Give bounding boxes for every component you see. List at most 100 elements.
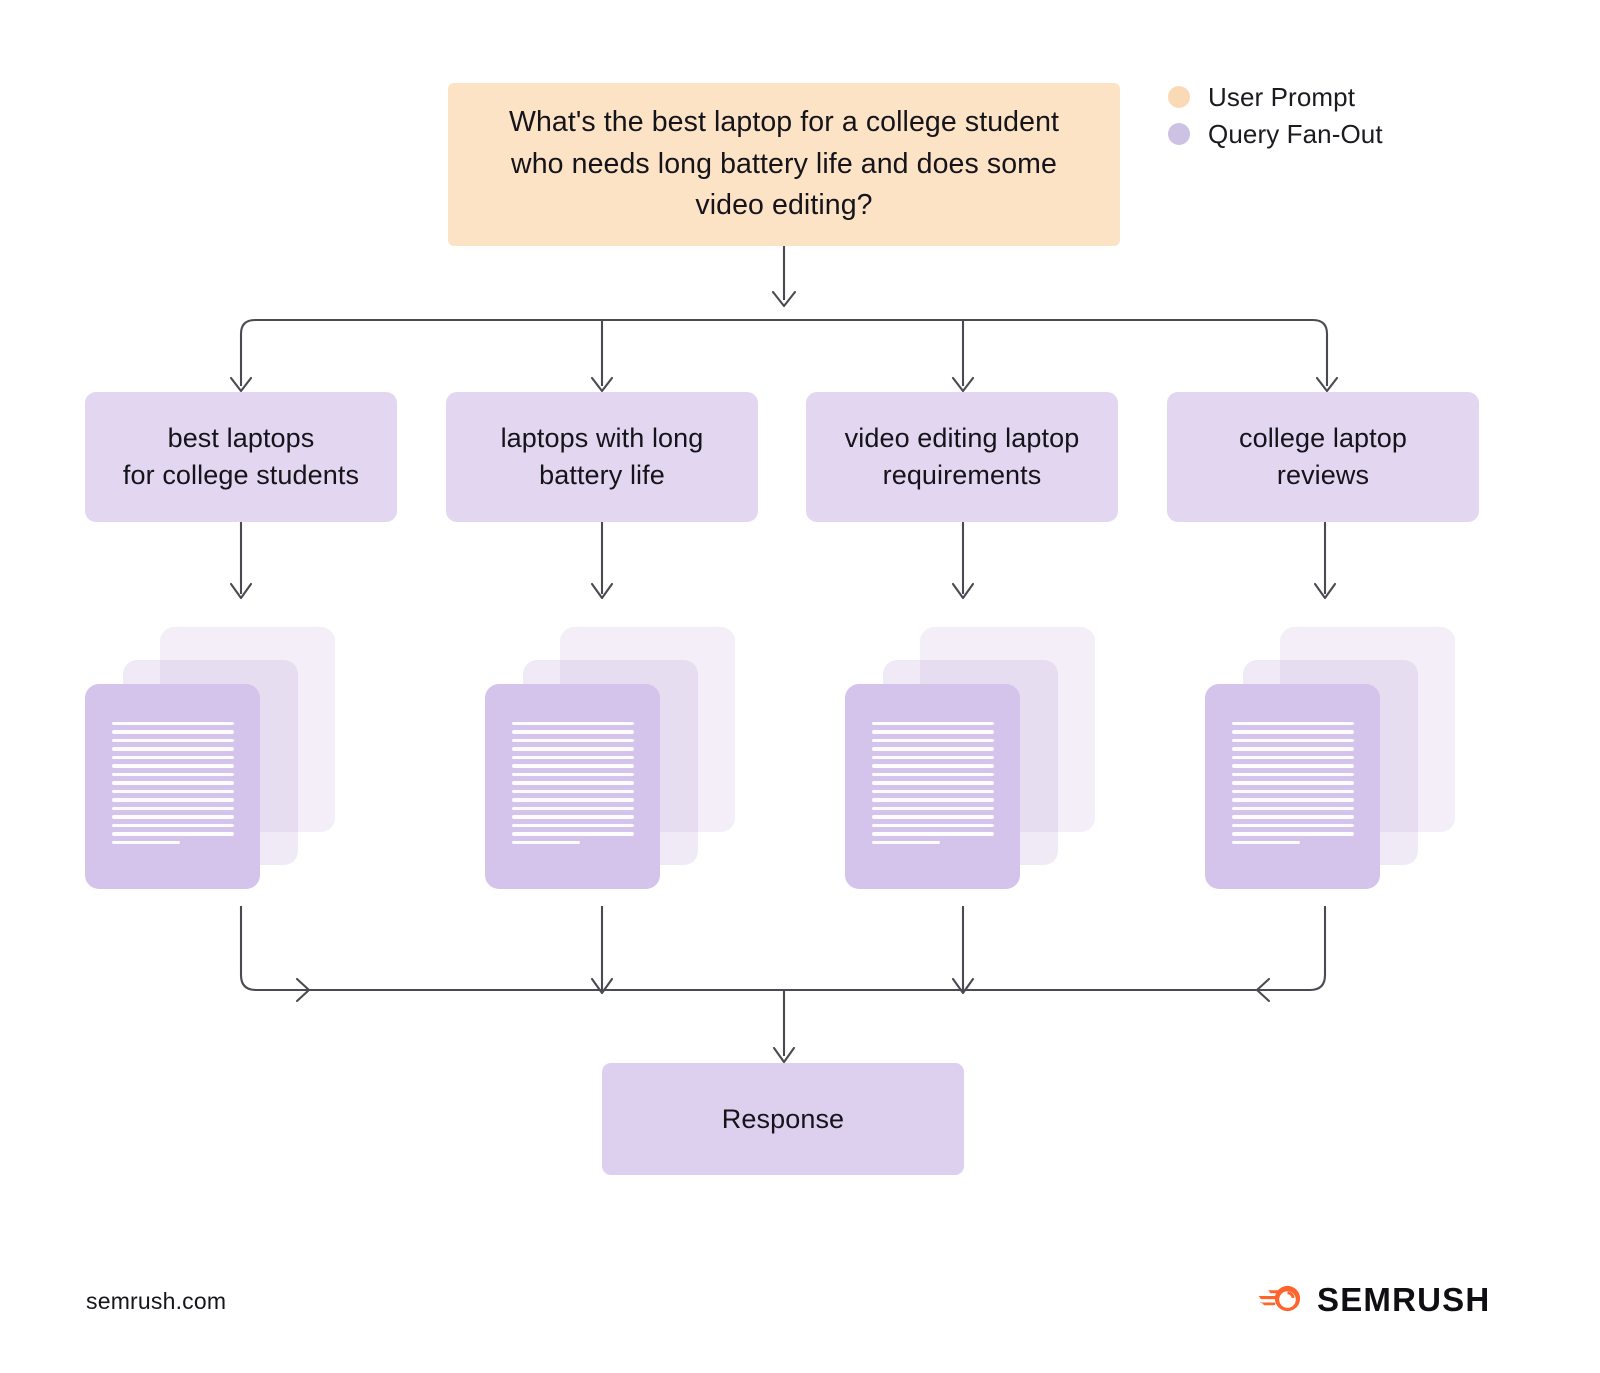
document-card-front — [485, 684, 660, 889]
document-stack-3 — [1205, 627, 1465, 889]
document-text-line — [112, 764, 234, 768]
legend-label: User Prompt — [1208, 82, 1356, 112]
legend-label: Query Fan-Out — [1208, 119, 1383, 149]
document-text-line — [512, 755, 634, 760]
fanout-query-label: laptops with long battery life — [500, 422, 704, 490]
document-text-line — [512, 738, 634, 743]
connector-docs-0-to-merge — [239, 906, 300, 992]
fanout-query-node-3: college laptop reviews — [1167, 392, 1479, 522]
document-text-lines — [512, 722, 634, 845]
document-text-lines — [872, 722, 994, 845]
document-text-line — [112, 840, 181, 845]
document-text-line — [512, 815, 634, 819]
document-text-line — [872, 781, 994, 785]
document-text-line — [872, 832, 994, 836]
document-text-line — [112, 781, 234, 785]
document-text-line — [112, 798, 234, 802]
document-text-line — [512, 730, 634, 734]
arrowhead-prompt-to-bus — [771, 290, 797, 308]
fanout-query-node-0: best laptops for college students — [85, 392, 397, 522]
document-text-line — [872, 772, 994, 777]
legend-dot-icon — [1168, 123, 1190, 145]
arrowhead-docs-0 — [229, 582, 253, 600]
document-text-line — [112, 755, 234, 760]
document-text-line — [1232, 815, 1354, 819]
document-card-front — [845, 684, 1020, 889]
document-text-line — [512, 798, 634, 802]
fanout-query-node-1: laptops with long battery life — [446, 392, 758, 522]
document-text-line — [872, 789, 994, 794]
document-text-line — [1232, 840, 1301, 845]
arrowhead-fanout-2 — [951, 376, 975, 393]
document-text-line — [112, 806, 234, 811]
arrowhead-docs-1 — [590, 582, 614, 600]
semrush-comet-icon — [1258, 1285, 1301, 1312]
document-text-line — [112, 730, 234, 734]
document-text-line — [1232, 832, 1354, 836]
source-url: semrush.com — [86, 1288, 227, 1314]
document-text-line — [512, 823, 634, 828]
document-text-line — [512, 840, 581, 845]
document-text-line — [1232, 730, 1354, 734]
document-text-line — [872, 722, 994, 726]
semrush-logo: SEMRUSH — [1258, 1282, 1490, 1316]
document-text-line — [512, 747, 634, 751]
arrowhead-merge-left — [295, 977, 311, 1003]
document-stack-0 — [85, 627, 345, 889]
user-prompt-text: What's the best laptop for a college stu… — [508, 105, 1060, 222]
document-text-line — [1232, 772, 1354, 777]
fanout-query-label: best laptops for college students — [122, 422, 360, 490]
document-text-line — [112, 823, 234, 828]
arrowhead-docs-3 — [1313, 582, 1337, 600]
arrowhead-merge-1 — [590, 977, 614, 995]
connector-docs-3-to-merge — [1266, 906, 1327, 992]
document-text-line — [512, 781, 634, 785]
document-text-line — [512, 772, 634, 777]
arrowhead-docs-2 — [951, 582, 975, 600]
document-text-line — [872, 823, 994, 828]
document-text-line — [1232, 755, 1354, 760]
arrowhead-fanout-1 — [590, 376, 614, 393]
document-text-line — [112, 722, 234, 726]
legend-item-query-fan-out: Query Fan-Out — [1168, 121, 1383, 147]
document-text-lines — [112, 722, 234, 845]
arrowhead-merge-right — [1255, 977, 1271, 1003]
legend-dot-icon — [1168, 86, 1190, 108]
document-text-line — [512, 832, 634, 836]
document-text-line — [112, 772, 234, 777]
document-text-lines — [1232, 722, 1354, 845]
document-text-line — [1232, 747, 1354, 751]
response-label: Response — [721, 1103, 845, 1134]
response-node: Response — [602, 1063, 964, 1175]
document-text-line — [512, 789, 634, 794]
arrowhead-fanout-0 — [229, 376, 253, 393]
legend: User Prompt Query Fan-Out — [1168, 84, 1383, 147]
document-text-line — [1232, 781, 1354, 785]
document-card-front — [85, 684, 260, 889]
document-text-line — [1232, 789, 1354, 794]
document-text-line — [112, 815, 234, 819]
document-text-line — [1232, 823, 1354, 828]
document-text-line — [512, 764, 634, 768]
document-stack-2 — [845, 627, 1105, 889]
arrowhead-response — [772, 1046, 796, 1064]
document-text-line — [1232, 806, 1354, 811]
document-text-line — [872, 840, 941, 845]
document-text-line — [872, 798, 994, 802]
document-text-line — [872, 815, 994, 819]
fanout-query-node-2: video editing laptop requirements — [806, 392, 1118, 522]
document-card-front — [1205, 684, 1380, 889]
document-text-line — [112, 747, 234, 751]
document-text-line — [1232, 722, 1354, 726]
document-text-line — [872, 747, 994, 751]
document-text-line — [1232, 764, 1354, 768]
fanout-query-label: college laptop reviews — [1238, 422, 1408, 490]
arrowhead-merge-2 — [951, 977, 975, 995]
document-text-line — [872, 764, 994, 768]
document-text-line — [872, 755, 994, 760]
fanout-query-label: video editing laptop requirements — [844, 422, 1080, 490]
document-text-line — [872, 730, 994, 734]
arrowhead-fanout-3 — [1315, 376, 1339, 393]
document-text-line — [1232, 738, 1354, 743]
